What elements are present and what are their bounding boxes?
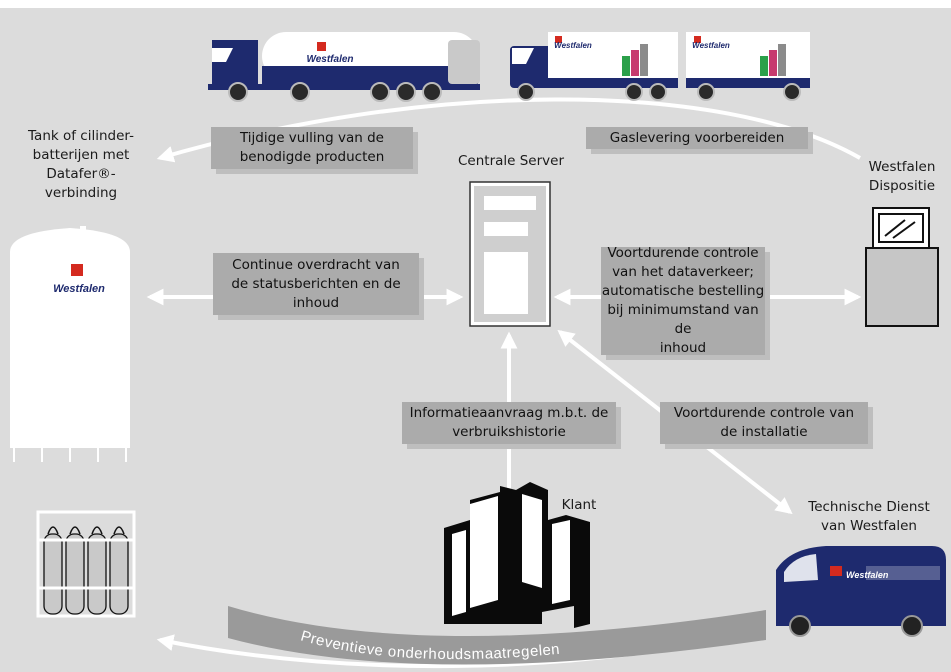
tank-label: Tank of cilinder- batterijen met Datafer… [28, 128, 134, 201]
lorry-trailer-icon: Westfalen Westfalen [510, 32, 810, 101]
dataverkeer-box: Voortdurende controle van het dataverkee… [601, 245, 765, 356]
dispositie-label: Westfalen Dispositie [868, 159, 936, 194]
informatie-text: Informatieaanvraag m.b.t. de verbruikshi… [409, 405, 609, 440]
svg-text:Westfalen: Westfalen [306, 54, 353, 65]
storage-tank-icon: Westfalen [10, 226, 130, 462]
gas-cylinder-rack-icon [36, 510, 136, 618]
tanker-truck-icon: Westfalen [208, 32, 480, 102]
svg-text:Westfalen: Westfalen [692, 41, 730, 50]
server-icon [469, 181, 551, 327]
building-icon [444, 482, 590, 628]
vulling-box: Tijdige vulling van de benodigde product… [211, 127, 413, 169]
gaslevering-text: Gaslevering voorbereiden [609, 129, 785, 146]
informatie-box: Informatieaanvraag m.b.t. de verbruikshi… [402, 402, 616, 444]
maintenance-banner-shape [228, 606, 766, 665]
technische-dienst-label: Technische Dienst van Westfalen [808, 499, 930, 534]
installatie-text: Voortdurende controle van de installatie [673, 405, 855, 440]
dataverkeer-text: Voortdurende controle van het dataverkee… [601, 245, 765, 356]
installatie-box: Voortdurende controle van de installatie [660, 402, 868, 444]
klant-label: Klant [561, 497, 597, 513]
gaslevering-box: Gaslevering voorbereiden [586, 127, 808, 149]
server-label: Centrale Server [457, 153, 565, 169]
svg-text:Westfalen: Westfalen [53, 283, 105, 295]
svg-text:Westfalen: Westfalen [554, 41, 592, 50]
van-icon: Westfalen [776, 546, 946, 637]
vulling-text: Tijdige vulling van de benodigde product… [239, 130, 385, 165]
computer-terminal-icon [865, 207, 939, 327]
overdracht-box: Continue overdracht van de statusbericht… [213, 253, 419, 315]
svg-text:Westfalen: Westfalen [846, 570, 889, 580]
overdracht-text: Continue overdracht van de statusbericht… [231, 256, 401, 311]
